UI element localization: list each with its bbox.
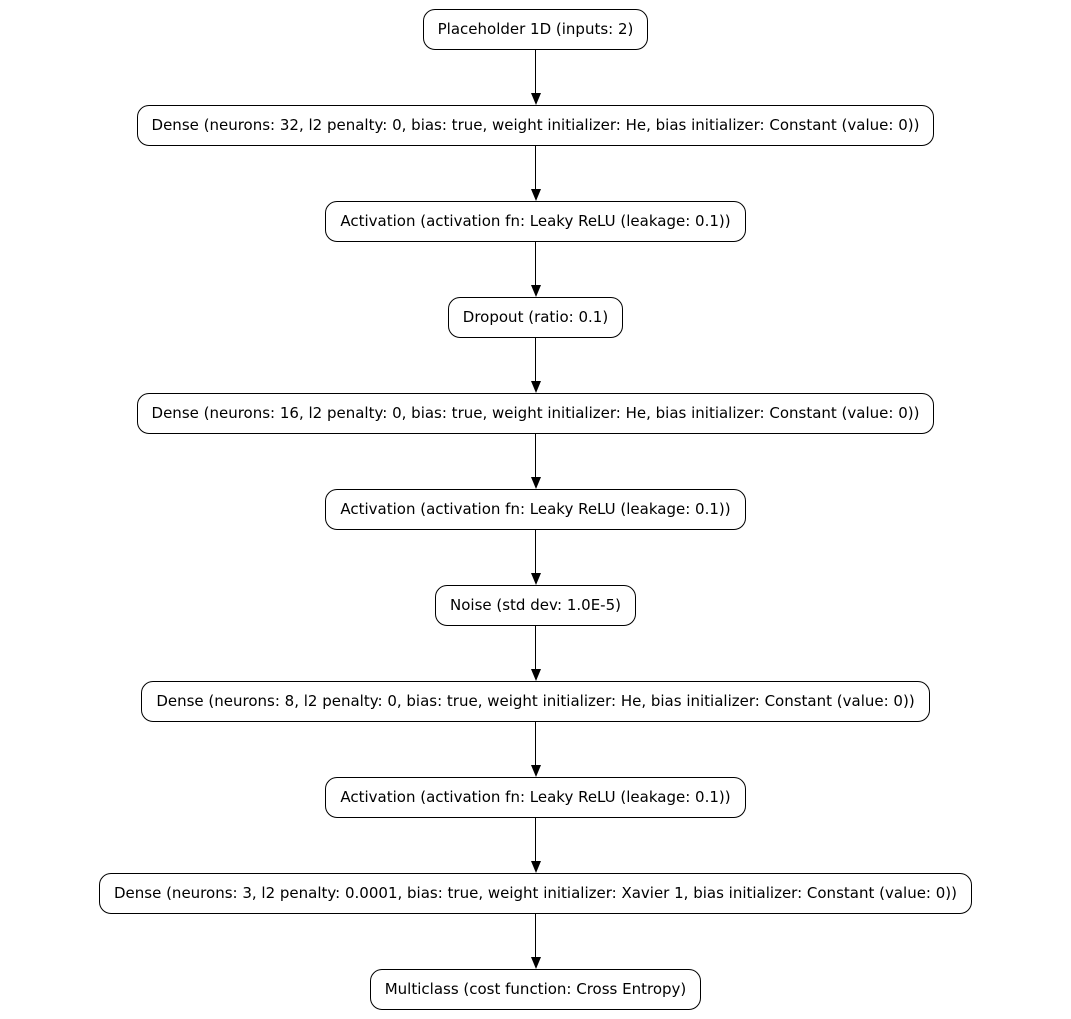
node-dense-16: Dense (neurons: 16, l2 penalty: 0, bias:… [136,393,935,434]
edge-line [535,818,536,861]
arrowhead-down-icon [530,669,541,681]
edge-line [535,50,536,93]
edge-dense3-to-multiclass [530,914,541,969]
arrowhead-down-icon [530,765,541,777]
edge-activation3-to-dense3 [530,818,541,873]
edge-activation1-to-dropout [530,242,541,297]
arrowhead-down-icon [530,381,541,393]
node-activation-leaky-relu-1: Activation (activation fn: Leaky ReLU (l… [325,201,746,242]
edge-dense32-to-activation1 [530,146,541,201]
edge-line [535,722,536,765]
arrowhead-down-icon [530,957,541,969]
edge-line [535,338,536,381]
edge-activation2-to-noise [530,530,541,585]
edge-line [535,242,536,285]
node-dropout: Dropout (ratio: 0.1) [447,297,624,338]
edge-line [535,914,536,957]
node-dense-32: Dense (neurons: 32, l2 penalty: 0, bias:… [136,105,935,146]
edge-placeholder-to-dense32 [530,50,541,105]
node-activation-leaky-relu-3: Activation (activation fn: Leaky ReLU (l… [325,777,746,818]
edge-dense16-to-activation2 [530,434,541,489]
edge-line [535,626,536,669]
edge-dense8-to-activation3 [530,722,541,777]
node-dense-3: Dense (neurons: 3, l2 penalty: 0.0001, b… [98,873,973,914]
edge-noise-to-dense8 [530,626,541,681]
node-dense-8: Dense (neurons: 8, l2 penalty: 0, bias: … [141,681,930,722]
node-placeholder-1d: Placeholder 1D (inputs: 2) [422,9,649,50]
node-noise: Noise (std dev: 1.0E-5) [435,585,636,626]
node-activation-leaky-relu-2: Activation (activation fn: Leaky ReLU (l… [325,489,746,530]
node-multiclass-output: Multiclass (cost function: Cross Entropy… [369,969,702,1010]
arrowhead-down-icon [530,573,541,585]
edge-dropout-to-dense16 [530,338,541,393]
arrowhead-down-icon [530,477,541,489]
edge-line [535,530,536,573]
arrowhead-down-icon [530,93,541,105]
arrowhead-down-icon [530,861,541,873]
arrowhead-down-icon [530,285,541,297]
edge-line [535,434,536,477]
edge-line [535,146,536,189]
arrowhead-down-icon [530,189,541,201]
